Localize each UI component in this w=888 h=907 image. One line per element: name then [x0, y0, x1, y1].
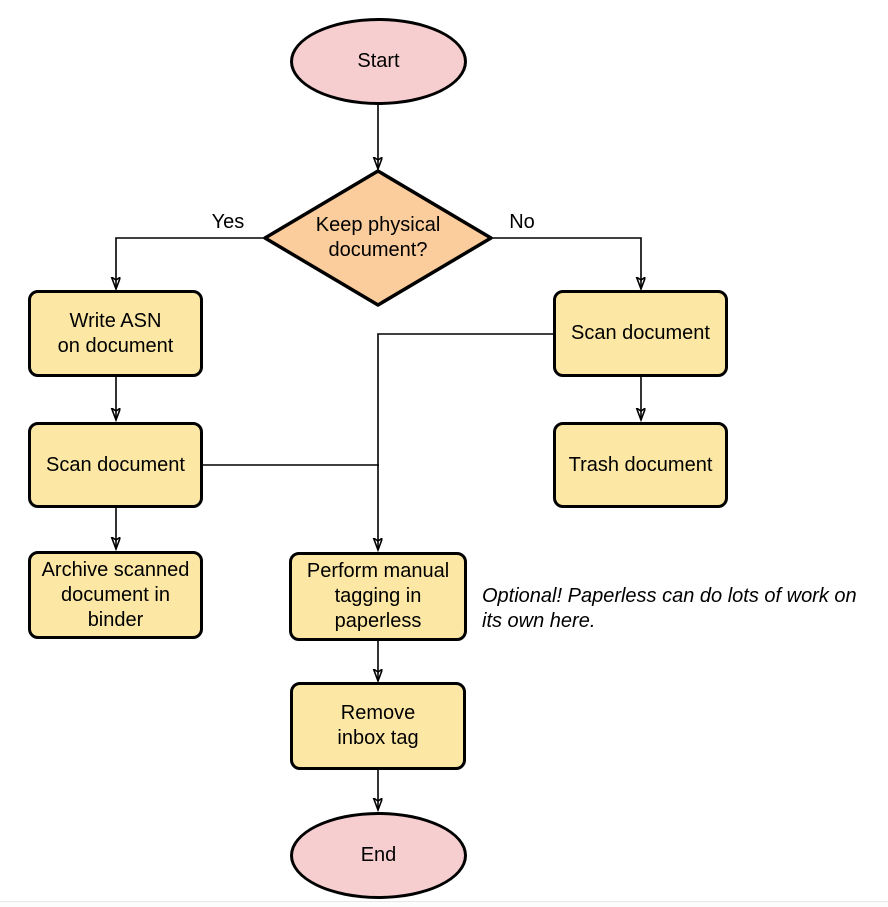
edge-decision-no-to-scan-right: [491, 237, 641, 288]
decision-diamond-shape: [263, 169, 493, 307]
edge-label-no: No: [509, 211, 535, 233]
edge-label-yes: Yes: [211, 211, 245, 233]
node-archive-document: Archive scanned document in binder: [28, 551, 203, 639]
node-scan-document-left: Scan document: [28, 422, 203, 508]
node-manual-tagging-label: Perform manual tagging in paperless: [306, 560, 450, 632]
node-start-label: Start: [357, 50, 400, 72]
node-remove-inbox-tag: Remove inbox tag: [290, 682, 466, 770]
node-trash-document-label: Trash document: [568, 453, 713, 476]
node-decision: Keep physical document?: [282, 209, 474, 267]
node-remove-inbox-tag-label: Remove inbox tag: [337, 702, 419, 749]
node-scan-document-left-label: Scan document: [46, 453, 185, 476]
node-trash-document: Trash document: [553, 422, 728, 508]
node-scan-document-right-label: Scan document: [571, 322, 710, 344]
node-end-label: End: [360, 844, 397, 866]
node-start: Start: [290, 18, 467, 105]
edge-scan-right-to-tagging: [378, 333, 553, 549]
annotation-optional-note: Optional! Paperless can do lots of work …: [482, 585, 857, 632]
node-write-asn: Write ASN on document: [28, 290, 203, 377]
node-manual-tagging: Perform manual tagging in paperless: [289, 552, 467, 641]
bottom-strip: [0, 902, 888, 907]
node-write-asn-label: Write ASN on document: [57, 309, 174, 357]
node-archive-document-label: Archive scanned document in binder: [41, 558, 190, 631]
node-end: End: [290, 812, 467, 899]
node-decision-label: Keep physical document?: [315, 214, 441, 261]
bottom-divider-line: [0, 901, 888, 902]
node-scan-document-right: Scan document: [553, 290, 728, 377]
edge-decision-yes-to-write-asn: [116, 237, 265, 288]
